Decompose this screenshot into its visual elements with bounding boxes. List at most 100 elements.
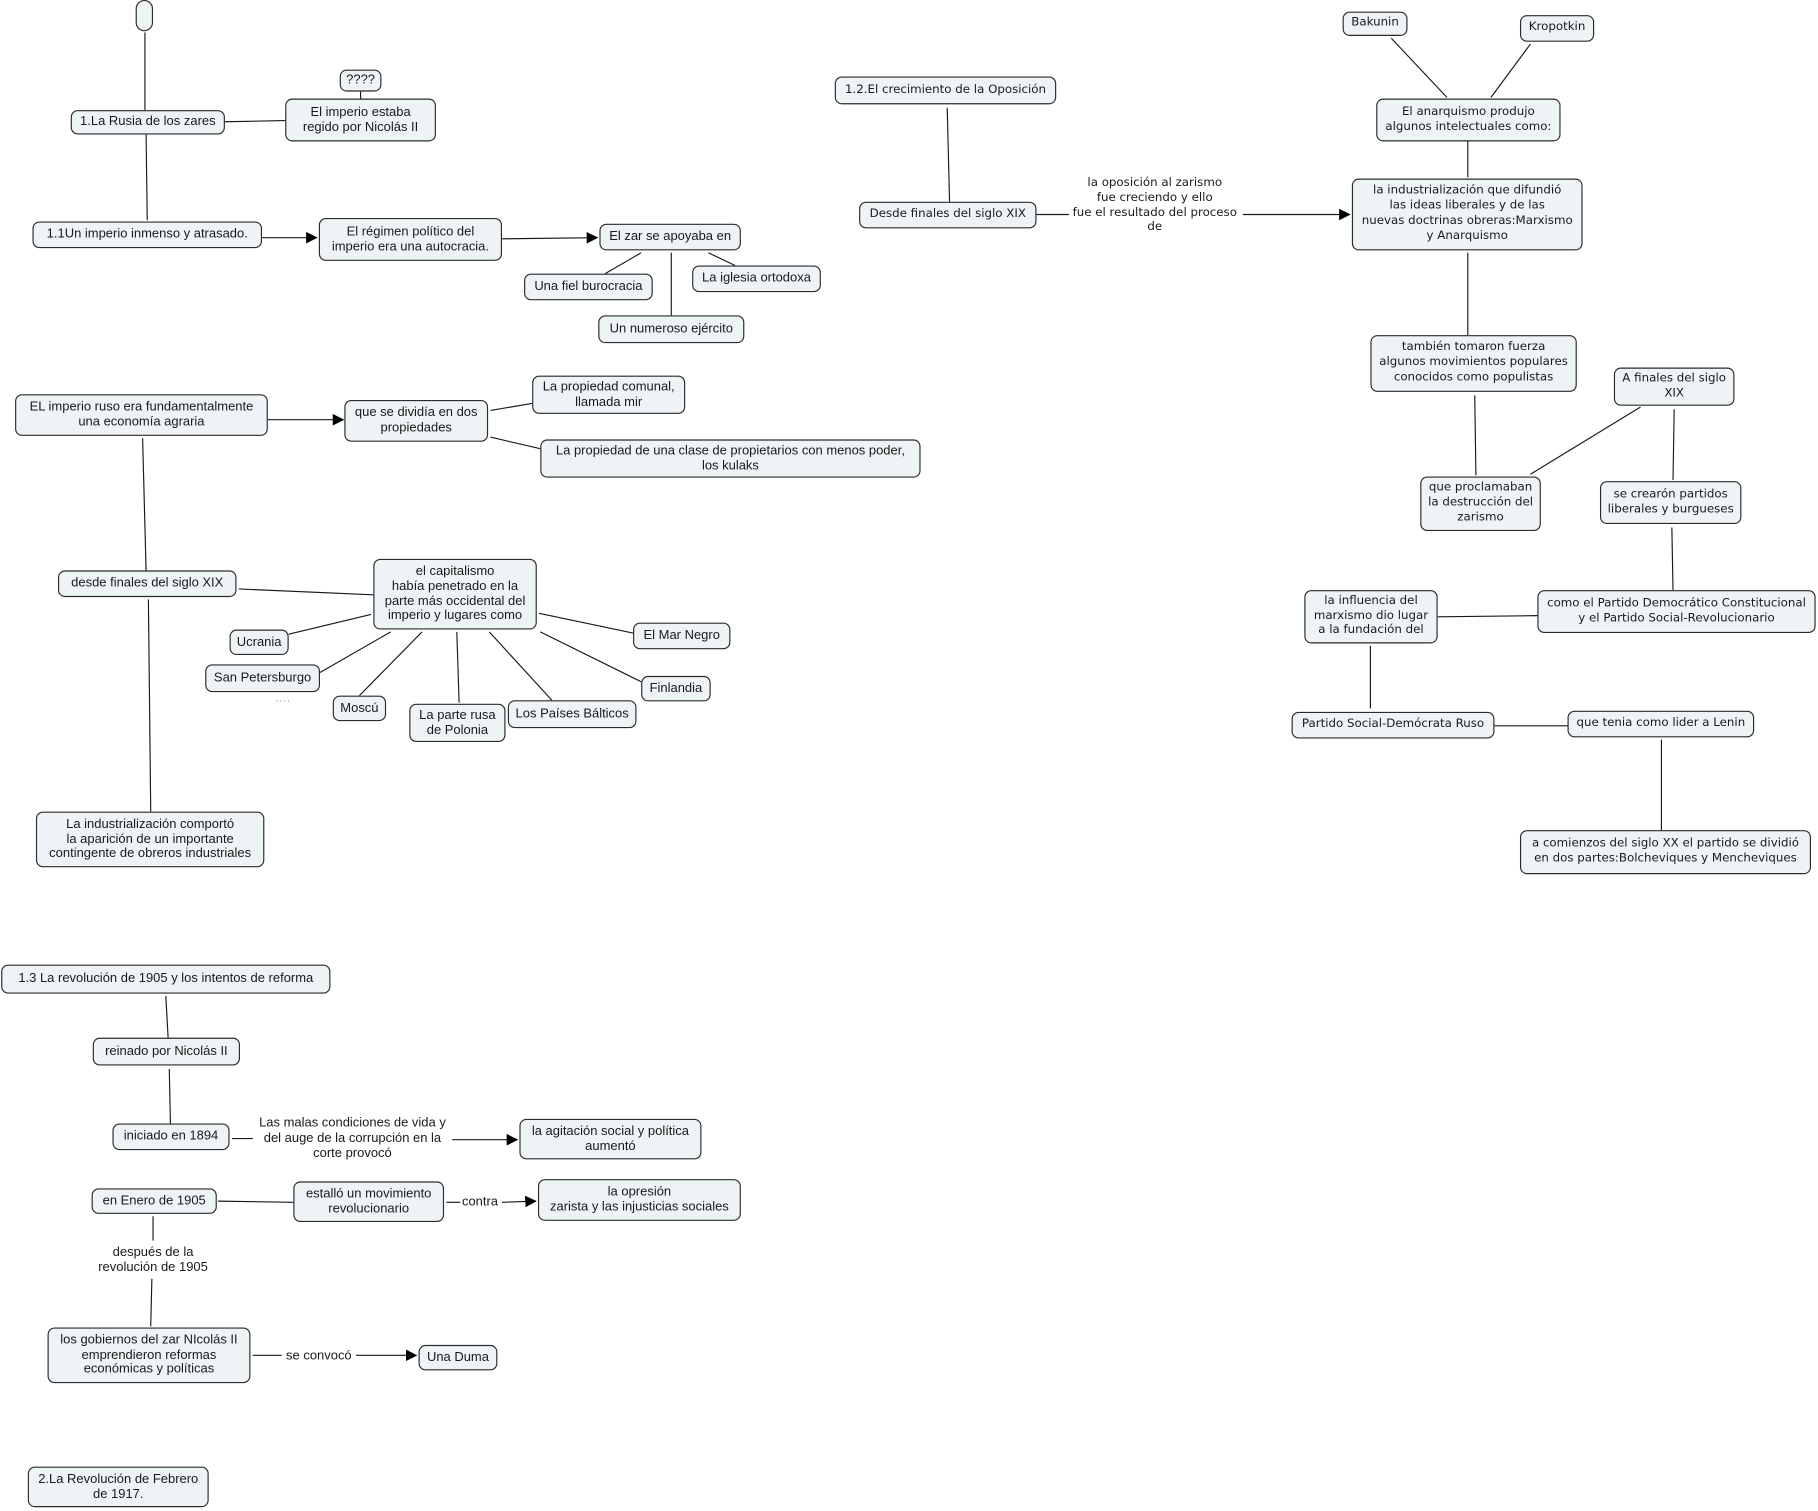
concept-opresion[interactable]: la opresión zarista y las injusticias so… (537, 1179, 741, 1221)
concept-kulaks[interactable]: La propiedad de una clase de propietario… (540, 439, 921, 478)
line-connector (456, 631, 460, 703)
concept-imperio[interactable]: 1.1Un imperio inmenso y atrasado. (32, 221, 263, 249)
concept-label: se crearón partidos liberales y burguese… (1607, 487, 1734, 516)
concept-label: a comienzos del siglo XX el partido se d… (1531, 837, 1799, 865)
concept-burocracia[interactable]: Una fiel burocracia (524, 273, 653, 301)
concept-label: Bakunin (1351, 16, 1399, 30)
concept-influencia[interactable]: la influencia del marxismo dio lugar a l… (1304, 590, 1438, 644)
line-connector (145, 134, 148, 221)
line-connector (604, 252, 642, 275)
concept-lenin[interactable]: que tenia como lider a Lenin (1567, 710, 1755, 738)
line-connector (150, 1278, 153, 1327)
concept-label: 1.2.El crecimiento de la Oposición (844, 83, 1047, 96)
concept-label: 1.1Un imperio inmenso y atrasado. (46, 227, 248, 242)
concept-label: el capitalismo había penetrado en la par… (384, 564, 526, 623)
concept-ucrania[interactable]: Ucrania (229, 629, 289, 656)
concept-estallo[interactable]: estalló un movimiento revolucionario (293, 1181, 445, 1223)
link-label-se-convoco[interactable]: se convocó (286, 1349, 352, 1364)
concept-label: El imperio estaba regido por Nicolás II (302, 105, 419, 134)
concept-balticos[interactable]: Los Países Bálticos (507, 700, 637, 729)
concept-a-finales[interactable]: A finales del siglo XIX (1613, 367, 1735, 406)
concept-label: los gobiernos del zar NIcolás II emprend… (60, 1333, 238, 1377)
concept-label: Kropotkin (1528, 20, 1586, 34)
concept-psdr[interactable]: Partido Social-Demócrata Ruso (1291, 711, 1495, 739)
concept-partidos-liberales[interactable]: se crearón partidos liberales y burguese… (1599, 481, 1742, 525)
line-connector (490, 436, 541, 450)
concept-regimen[interactable]: El régimen político del imperio era una … (318, 217, 503, 261)
arrow-connector (502, 1195, 537, 1208)
concept-duma[interactable]: Una Duma (418, 1344, 498, 1371)
concept-regido[interactable]: El imperio estaba regido por Nicolás II (285, 98, 436, 142)
concept-unknown[interactable]: ???? (339, 69, 382, 92)
concept-label: Ucrania (236, 634, 282, 649)
concept-agitacion[interactable]: la agitación social y política aumentó (519, 1118, 702, 1160)
concept-iglesia[interactable]: La iglesia ortodoxa (692, 265, 821, 293)
concept-division[interactable]: a comienzos del siglo XX el partido se d… (1519, 830, 1811, 875)
line-connector (1671, 527, 1674, 591)
concept-mar-negro[interactable]: El Mar Negro (633, 622, 731, 650)
line-connector (147, 599, 152, 812)
concept-label: que proclamaban la destrucción del zaris… (1428, 481, 1534, 524)
concept-polonia[interactable]: La parte rusa de Polonia (409, 703, 506, 743)
line-connector (238, 588, 374, 596)
line-connector (1672, 409, 1675, 481)
san-petersburgo-dots: .... (275, 694, 291, 704)
concept-iniciado[interactable]: iniciado en 1894 (112, 1123, 230, 1151)
concept-label: que se dividía en dos propiedades (354, 406, 478, 435)
concept-label: 2.La Revolución de Febrero de 1917. (38, 1472, 199, 1501)
link-label-oposicion-creciendo[interactable]: la oposición al zarismo fue creciendo y … (1072, 176, 1237, 237)
link-label-malas-condiciones[interactable]: Las malas condiciones de vida y del auge… (259, 1116, 446, 1161)
concept-industrializacion[interactable]: la industrialización que difundió las id… (1351, 178, 1583, 251)
concept-moscu[interactable]: Moscú (332, 695, 387, 722)
concept-agraria[interactable]: EL imperio ruso era fundamentalmente una… (15, 394, 268, 436)
concept-capitalismo[interactable]: el capitalismo había penetrado en la par… (373, 558, 537, 630)
concept-obreros[interactable]: La industrialización comportó la aparici… (35, 811, 265, 868)
concept-populistas[interactable]: también tomaron fuerza algunos movimient… (1370, 335, 1577, 392)
concept-label: 1.3 La revolución de 1905 y los intentos… (18, 971, 314, 986)
concept-gobiernos[interactable]: los gobiernos del zar NIcolás II emprend… (47, 1327, 251, 1384)
concept-reinado[interactable]: reinado por Nicolás II (92, 1037, 240, 1066)
concept-enero-1905[interactable]: en Enero de 1905 (91, 1188, 217, 1214)
concept-finlandia[interactable]: Finlandia (641, 675, 711, 702)
concept-anarquismo[interactable]: El anarquismo produjo algunos intelectua… (1376, 98, 1561, 142)
concept-label: Los Países Bálticos (515, 706, 629, 721)
concept-ejercito[interactable]: Un numeroso ejército (598, 315, 745, 344)
concept-revolucion-1905[interactable]: 1.3 La revolución de 1905 y los intentos… (1, 964, 331, 994)
concept-zar[interactable]: El zar se apoyaba en (599, 223, 741, 251)
concept-label: también tomaron fuerza algunos movimient… (1379, 341, 1568, 384)
line-connector (359, 631, 423, 697)
concept-label: Una Duma (426, 1350, 489, 1365)
line-connector (165, 995, 169, 1038)
concept-rusia[interactable]: 1.La Rusia de los zares (70, 110, 225, 135)
concept-label: El régimen político del imperio era una … (331, 224, 490, 254)
concept-dividia[interactable]: que se dividía en dos propiedades (344, 399, 489, 442)
line-connector (288, 613, 372, 635)
concept-label: desde finales del siglo XIX (71, 576, 224, 591)
concept-label: iniciado en 1894 (123, 1129, 219, 1144)
concept-san-petersburgo[interactable]: San Petersburgo (205, 664, 320, 693)
line-connector (539, 612, 634, 634)
concept-mir[interactable]: La propiedad comunal, llamada mir (532, 375, 686, 414)
concept-febrero-1917[interactable]: 2.La Revolución de Febrero de 1917. (27, 1466, 209, 1508)
concept-label: 1.La Rusia de los zares (80, 114, 216, 129)
line-connector (224, 119, 286, 123)
concept-label: ???? (346, 73, 375, 88)
concept-desde-finales[interactable]: desde finales del siglo XIX (57, 570, 237, 598)
concept-oposicion[interactable]: 1.2.El crecimiento de la Oposición (834, 76, 1057, 105)
link-label-contra[interactable]: contra (461, 1194, 499, 1210)
concept-bakunin[interactable]: Bakunin (1342, 11, 1408, 36)
line-connector (490, 402, 533, 411)
concept-label: reinado por Nicolás II (105, 1044, 228, 1059)
link-label-despues-1905[interactable]: después de la revolución de 1905 (98, 1245, 208, 1276)
concept-partido-democratico[interactable]: como el Partido Democrático Constitucion… (1537, 590, 1816, 634)
line-connector (540, 631, 642, 683)
concept-root[interactable] (135, 0, 154, 32)
concept-label: Una fiel burocracia (534, 279, 643, 294)
line-connector (142, 438, 147, 571)
concept-kropotkin[interactable]: Kropotkin (1519, 15, 1595, 42)
concept-label: La parte rusa de Polonia (419, 708, 496, 737)
concept-desde-finales-2[interactable]: Desde finales del siglo XIX (859, 201, 1037, 229)
line-connector (946, 107, 951, 202)
concept-proclamaban[interactable]: que proclamaban la destrucción del zaris… (1420, 476, 1541, 532)
